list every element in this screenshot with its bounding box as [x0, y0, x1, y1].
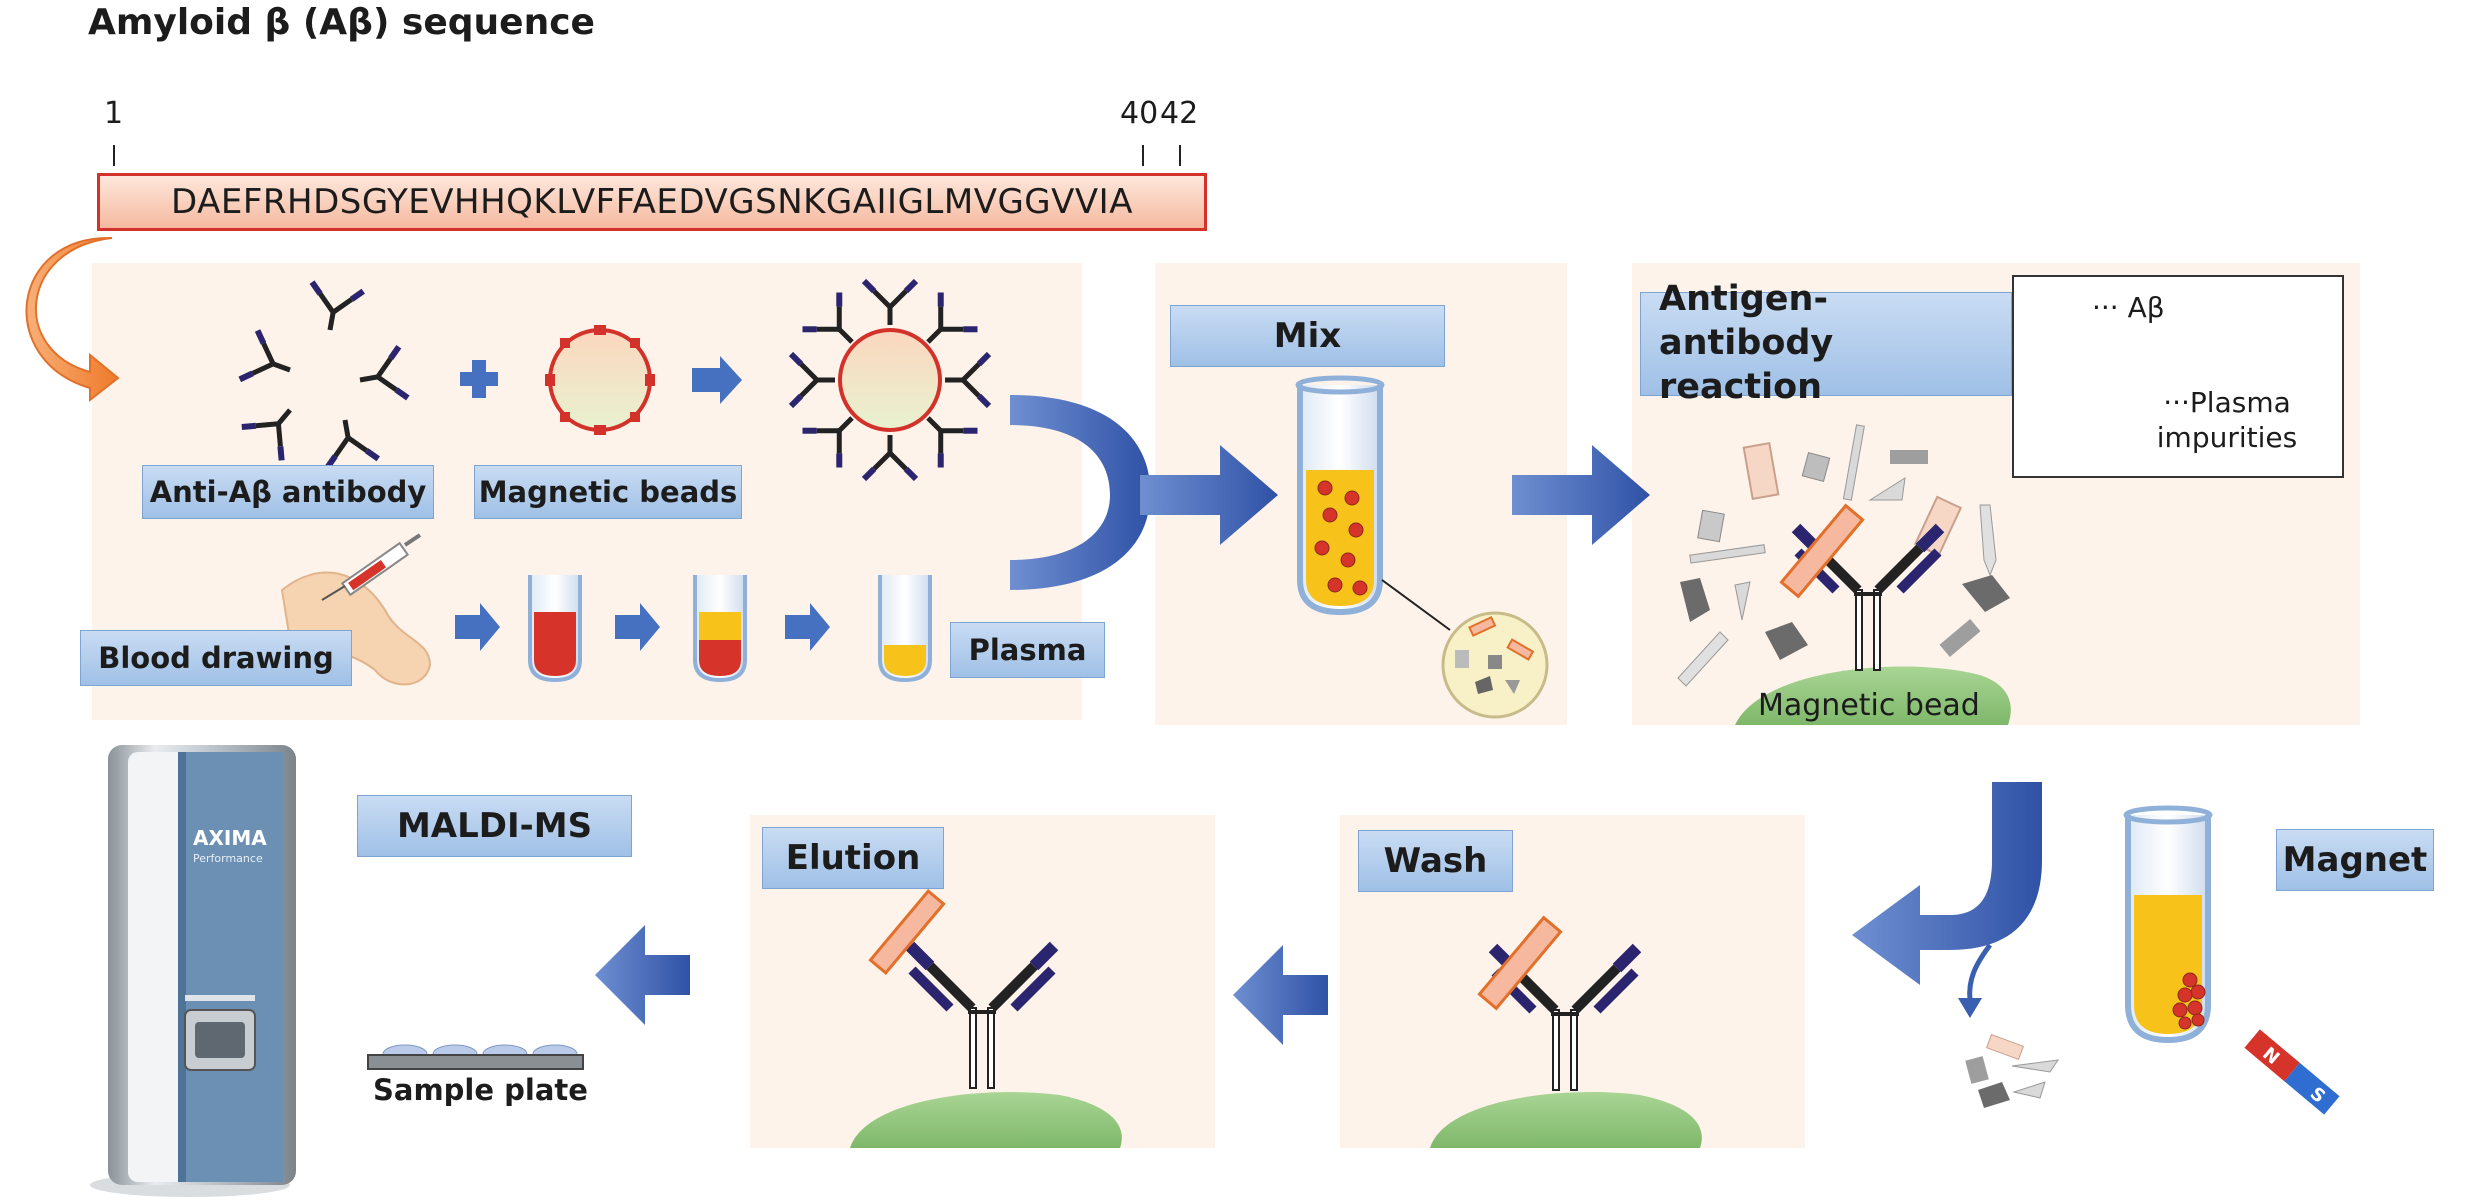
removed-impurities-cluster	[1965, 1033, 2060, 1108]
legend-abeta-label: ··· Aβ	[2092, 291, 2165, 324]
wash-label: Wash	[1358, 830, 1513, 892]
plus-icon	[460, 360, 498, 398]
maldi-instrument-icon: AXIMA Performance	[90, 745, 296, 1197]
arrow-blood-to-tube	[455, 603, 500, 651]
sample-plate-icon	[367, 1044, 584, 1070]
plasma-tube-icon	[878, 575, 932, 683]
separated-blood-tube-icon	[693, 575, 747, 683]
sequence-to-prep-arrow	[25, 236, 120, 403]
legend-box: ··· Aβ ···Plasma impurities	[2012, 275, 2344, 478]
magnet-tube-icon	[2123, 805, 2213, 1044]
position-start-label: 1	[104, 96, 124, 131]
plasma-label: Plasma	[950, 622, 1105, 678]
magnetic-bead-mound	[1735, 666, 2011, 725]
position-42-label: 42	[1160, 96, 1199, 131]
bound-abeta-icon	[1779, 503, 1865, 599]
plasma-impurities-cluster	[1677, 424, 2010, 687]
elution-label: Elution	[762, 827, 944, 889]
magnetic-bead-label: Magnetic bead	[1758, 688, 1980, 723]
page-title: Amyloid β (Aβ) sequence	[88, 2, 595, 43]
elution-bead-mound	[850, 1092, 1122, 1148]
arrow-mix-to-reaction	[1512, 445, 1650, 545]
legend-impurities-label: ···Plasma impurities	[2156, 386, 2298, 454]
arrow-separated-to-plasma	[785, 603, 830, 651]
wash-bead-mound	[1430, 1092, 1702, 1148]
antibody-coated-bead-icon	[791, 281, 989, 479]
maldi-label: MALDI-MS	[357, 795, 632, 857]
eluted-abeta-icon	[868, 888, 946, 976]
instrument-brand: AXIMA	[193, 826, 267, 850]
sequence-box: DAEFRHDSGYEVHHQKLVFFAEDVGSNKGAIIGLMVGGVV…	[97, 173, 1207, 231]
magnet-label: Magnet	[2276, 829, 2434, 891]
merge-arrow	[1010, 395, 1278, 590]
arrow-wash-to-elution	[1233, 945, 1328, 1045]
mix-label: Mix	[1170, 305, 1445, 367]
sample-plate-label: Sample plate	[373, 1073, 588, 1107]
magnetic-bead-icon	[545, 325, 655, 435]
whole-blood-tube-icon	[528, 575, 582, 683]
wash-abeta-icon	[1477, 915, 1563, 1011]
arrow-tube-to-separated	[615, 603, 660, 651]
mix-magnifier-icon	[1441, 611, 1549, 719]
separation-arrow	[1852, 782, 2042, 1018]
blood-drawing-icon	[280, 533, 432, 686]
position-40-label: 40	[1120, 96, 1159, 131]
reaction-label: Antigen-antibody reaction	[1640, 279, 2012, 407]
arrow-beads-to-conjugate	[692, 356, 742, 404]
antibody-label: Anti-Aβ antibody	[142, 465, 434, 519]
beads-label: Magnetic beads	[474, 465, 742, 519]
reaction-label-text: Antigen-antibody reaction	[1659, 279, 1834, 407]
blood-drawing-label: Blood drawing	[80, 630, 352, 686]
arrow-elution-to-maldi	[595, 925, 690, 1025]
instrument-model: Performance	[193, 852, 263, 865]
bar-magnet-icon: N S	[2244, 1029, 2340, 1115]
mix-tube-icon	[1295, 375, 1451, 631]
